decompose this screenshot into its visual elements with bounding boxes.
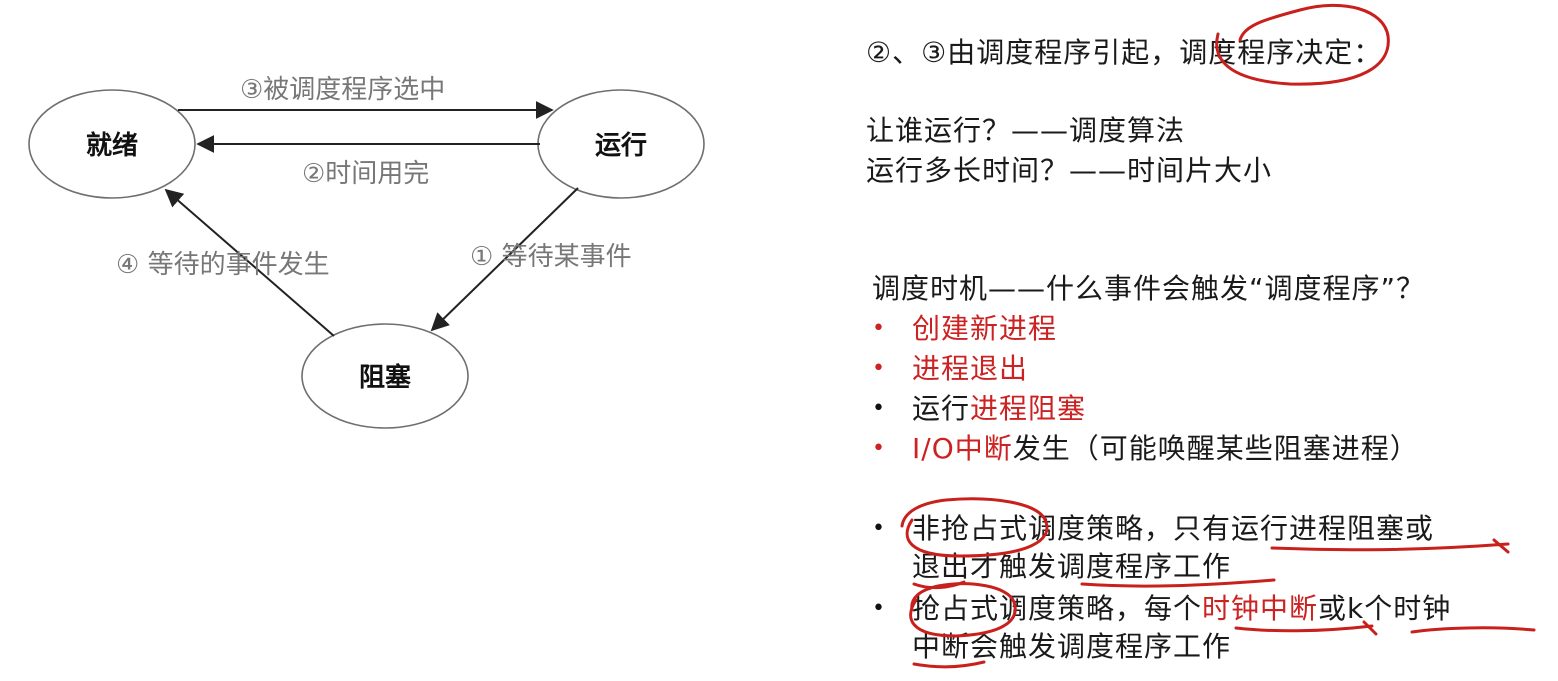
event-io-interrupt-red: I/O中断 [912,432,1013,465]
edge-label-running-to-ready: ②时间用完 [302,159,429,189]
event-io-interrupt-plain: 发生（可能唤醒某些阻塞进程） [1012,432,1419,465]
node-blocked-label: 阻塞 [359,362,411,393]
bullet-dot: • [872,316,885,341]
event-process-block-red: 进程阻塞 [970,392,1087,425]
policy-preemptive-part-a: 抢占式调度策略，每个 [912,592,1203,625]
scheduler-cause-line: ②、③由调度程序引起，调度程序决定： [866,36,1383,69]
bullet-dot: • [872,436,885,461]
policy-preemptive-part-b: 或k个时钟 [1318,592,1452,625]
policy-nonpreemptive-part-a: 非抢占式调度策略，只有 [912,512,1232,545]
policy-preemptive-clock-interrupt: 时钟中断 [1202,592,1319,625]
event-process-block: 运行进程阻塞 [912,392,1086,426]
policy-nonpreemptive-line2: 退出才触发调度程序工作 [912,550,1232,583]
bullet-dot: • [872,516,885,541]
edge-blocked-to-ready [164,188,335,337]
policy-nonpreemptive-part-b: 运行进程阻塞或 [1231,512,1435,545]
bullet-dot: • [872,356,885,381]
edge-label-ready-to-running: ③被调度程序选中 [240,75,445,105]
node-ready: 就绪 [28,89,196,199]
policy-preemptive-line1: 抢占式调度策略，每个时钟中断或k个时钟 [912,592,1451,626]
edge-running-to-blocked [430,187,579,332]
event-create-process: 创建新进程 [912,312,1058,345]
question-who-runs: 让谁运行？——调度算法 [866,114,1186,147]
event-io-interrupt: I/O中断发生（可能唤醒某些阻塞进程） [912,432,1419,466]
bullet-dot: • [872,396,885,421]
node-running-label: 运行 [595,130,647,161]
edge-label-blocked-to-ready: ④ 等待的事件发生 [116,250,330,280]
node-running: 运行 [537,89,705,199]
node-ready-label: 就绪 [86,130,138,161]
question-how-long: 运行多长时间？——时间片大小 [866,154,1273,187]
node-blocked: 阻塞 [301,323,469,429]
policy-nonpreemptive-line1: 非抢占式调度策略，只有运行进程阻塞或 [912,512,1434,546]
state-diagram: 就绪 运行 阻塞 ③被调度程序选中 ②时间用完 ① 等待某事件 ④ 等待的事件发… [28,75,705,429]
event-process-block-plain: 运行 [912,392,971,425]
event-process-exit: 进程退出 [912,352,1029,385]
scheduling-timing-title: 调度时机——什么事件会触发“调度程序”？ [872,272,1426,305]
bullet-dot: • [872,596,885,621]
policy-preemptive-line2: 中断会触发调度程序工作 [912,630,1232,663]
edge-label-running-to-blocked: ① 等待某事件 [470,242,632,272]
